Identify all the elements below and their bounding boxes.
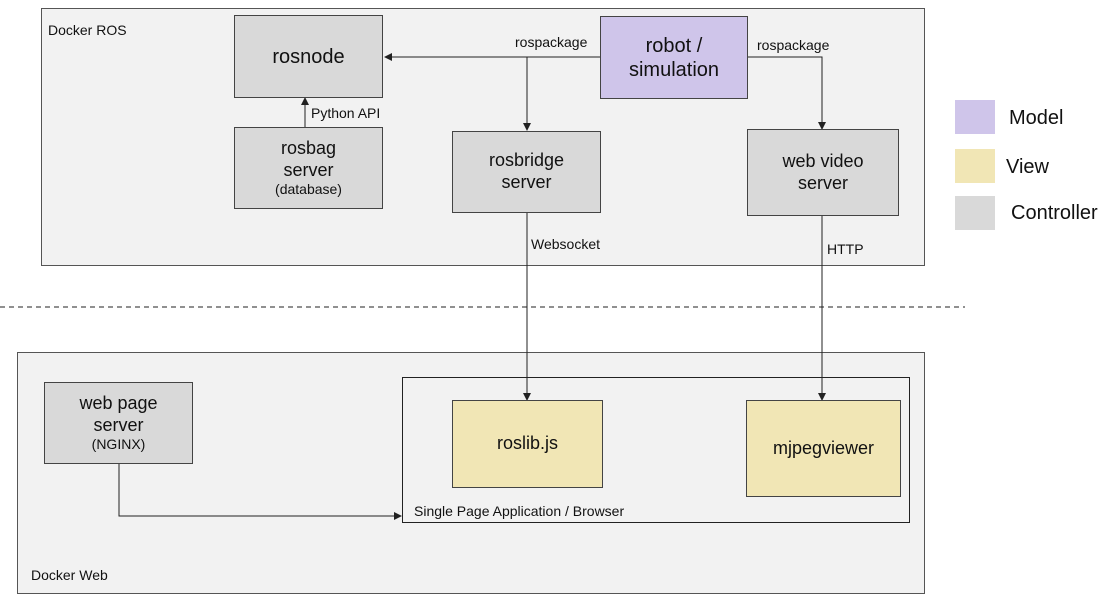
- mjpegviewer-node: mjpegviewer: [746, 400, 901, 497]
- webvideo-label-line1: web video: [782, 150, 864, 171]
- edge-label-rospackage-left: rospackage: [515, 34, 588, 50]
- roslib-label: roslib.js: [496, 433, 558, 454]
- arrow-robot-webvideo: [748, 56, 826, 130]
- rosbag-label-line1: rosbag: [280, 138, 337, 158]
- web-page-server-node: web page server (NGINX): [44, 382, 193, 464]
- robot-simulation-node: robot / simulation: [600, 16, 748, 99]
- edge-label-http: HTTP: [827, 241, 864, 257]
- mjpeg-label: mjpegviewer: [772, 437, 875, 458]
- edge-label-python-api: Python API: [311, 105, 381, 121]
- webvideo-label-line2: server: [797, 172, 848, 193]
- legend-swatch-controller: [955, 196, 995, 230]
- robot-label-line1: robot /: [645, 34, 703, 57]
- rosbridge-label-line2: server: [501, 172, 552, 192]
- rosnode-node: rosnode: [234, 15, 383, 98]
- webpage-label-line3: (NGINX): [91, 436, 146, 453]
- rosbag-server-node: rosbag server (database): [234, 127, 383, 209]
- robot-label-line2: simulation: [628, 58, 720, 81]
- edge-label-rospackage-right: rospackage: [757, 37, 830, 53]
- rosbridge-server-node: rosbridge server: [452, 131, 601, 213]
- legend-swatch-view: [955, 149, 995, 183]
- rosnode-label: rosnode: [272, 45, 345, 68]
- docker-web-title: Docker Web: [31, 567, 108, 583]
- edge-label-websocket: Websocket: [531, 236, 600, 252]
- webpage-label-line2: server: [93, 414, 144, 435]
- rosbag-label-line2: server: [283, 159, 334, 180]
- legend-label-controller: Controller: [1011, 202, 1098, 224]
- spa-label: Single Page Application / Browser: [414, 503, 625, 519]
- webpage-label-line1: web page: [79, 393, 158, 413]
- legend-swatch-model: [955, 100, 995, 134]
- roslib-node: roslib.js: [452, 400, 603, 488]
- web-video-server-node: web video server: [747, 129, 899, 216]
- rosbridge-label-line1: rosbridge: [488, 150, 565, 171]
- docker-ros-title: Docker ROS: [48, 22, 127, 38]
- legend-label-view: View: [1006, 156, 1049, 178]
- arrow-webpage-spa: [118, 464, 402, 520]
- legend-label-model: Model: [1009, 107, 1064, 129]
- rosbag-label-line3: (database): [275, 181, 342, 198]
